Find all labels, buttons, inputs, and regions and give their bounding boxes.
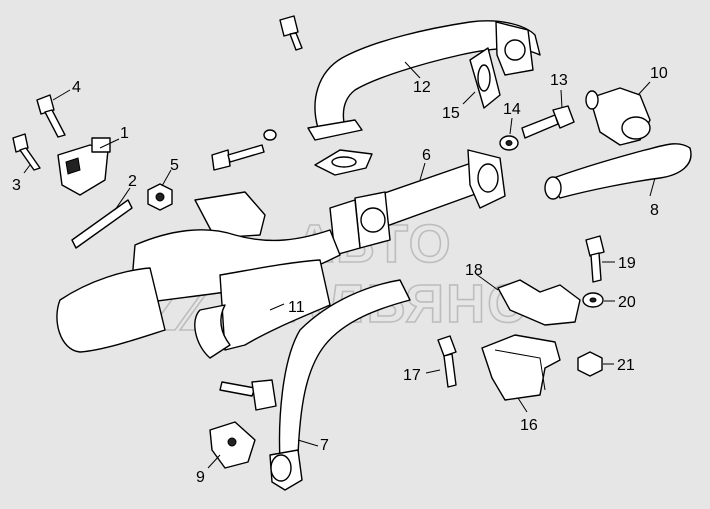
part-15-gasket <box>469 47 501 109</box>
part-13-bolt <box>521 105 575 139</box>
callout-15: 15 <box>442 105 460 122</box>
part-10-elbow <box>585 87 651 146</box>
part-3-bolt <box>12 133 41 171</box>
callout-8: 8 <box>650 202 659 219</box>
part-5-nut <box>147 183 173 211</box>
callout-2: 2 <box>128 173 137 190</box>
part-4-bolt <box>36 94 66 138</box>
callout-12: 12 <box>413 79 431 96</box>
part-19-bolt <box>585 235 605 283</box>
part-14-washer <box>499 135 519 151</box>
part-17-bolt <box>437 335 457 388</box>
callout-11: 11 <box>288 299 305 316</box>
callout-18: 18 <box>465 262 483 279</box>
callout-labels: 1 2 3 4 5 6 7 8 9 10 11 12 13 14 15 16 1… <box>12 65 668 486</box>
callout-4: 4 <box>72 79 81 96</box>
callout-7: 7 <box>320 437 329 454</box>
part-21-nut <box>577 351 603 377</box>
part-1-egr-valve <box>57 137 111 196</box>
callout-1: 1 <box>120 125 129 142</box>
callout-9: 9 <box>196 469 205 486</box>
part-8-hose <box>544 143 692 200</box>
leader-lines <box>23 61 656 469</box>
callout-17: 17 <box>403 367 421 384</box>
callout-10: 10 <box>650 65 668 82</box>
stud-bolt <box>211 129 277 171</box>
callout-14: 14 <box>503 101 521 118</box>
part-7-front-pipe <box>269 279 411 491</box>
part-18-bracket <box>497 279 581 326</box>
flange-gasket <box>314 149 373 176</box>
callout-13: 13 <box>550 72 568 89</box>
callout-16: 16 <box>520 417 538 434</box>
part-12-upper-pipe <box>307 20 541 141</box>
callout-5: 5 <box>170 157 179 174</box>
part-top-bolt <box>279 15 303 51</box>
part-2-gasket <box>71 199 133 249</box>
bolt-lower <box>219 379 277 411</box>
part-11-exhaust-manifold <box>56 191 341 359</box>
part-9-clamp <box>209 421 256 469</box>
callout-20: 20 <box>618 294 636 311</box>
part-6-intermediate-pipe <box>329 149 506 256</box>
part-20-washer <box>582 292 604 308</box>
callout-3: 3 <box>12 177 21 194</box>
callout-6: 6 <box>422 147 431 164</box>
callout-19: 19 <box>618 255 636 272</box>
part-16-bracket <box>481 334 561 401</box>
callout-21: 21 <box>617 357 635 374</box>
